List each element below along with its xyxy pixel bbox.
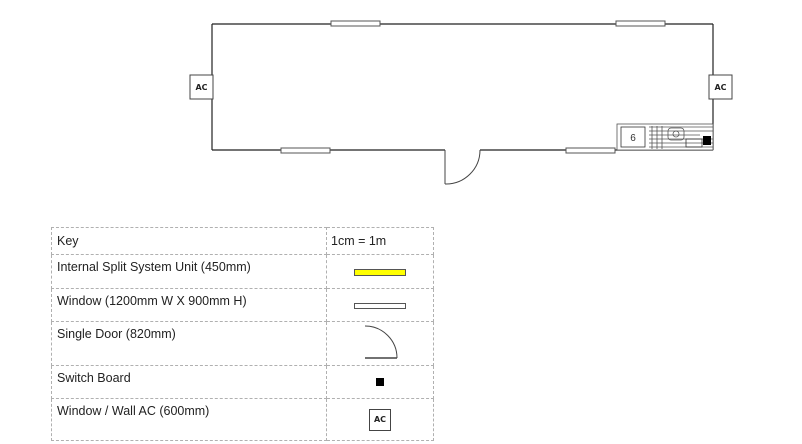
legend-row: Switch Board [51,365,434,399]
window-symbol [354,303,406,309]
window-bottom-left [280,147,331,154]
wall-ac-symbol: AC [369,408,391,431]
legend-header-row: Key 1cm = 1m [51,227,434,255]
ac-right-label: AC [714,83,726,92]
windows [280,20,666,154]
appliance-box [620,126,646,148]
legend-table: Key 1cm = 1m Internal Split System Unit … [51,227,434,441]
appliance-number: 6 [630,133,636,144]
legend-row: Window / Wall AC (600mm) AC [51,398,434,441]
ac-left-label: AC [195,83,207,92]
legend-label: Internal Split System Unit (450mm) [51,254,327,289]
legend-row: Window (1200mm W X 900mm H) [51,288,434,322]
split-system-unit-symbol [354,268,406,276]
legend-row: Internal Split System Unit (450mm) [51,254,434,289]
legend-label: Window / Wall AC (600mm) [51,398,327,441]
single-door [444,149,481,185]
legend-key-heading: Key [51,227,327,255]
floor-plan: AC AC 6 [189,20,733,185]
switch-board-marker [703,136,711,145]
legend-label: Switch Board [51,365,327,399]
legend-label: Single Door (820mm) [51,321,327,366]
door-swing-arc [444,149,481,185]
legend-scale: 1cm = 1m [326,227,434,255]
window-top-left [330,20,381,27]
window-bottom-right [565,147,616,154]
wall-ac-left: AC [189,74,214,100]
legend-row: Single Door (820mm) [51,321,434,366]
appliance-cluster: 6 [616,123,714,151]
legend-label: Window (1200mm W X 900mm H) [51,288,327,322]
wall-ac-right: AC [708,74,733,100]
switch-board-symbol [376,378,384,386]
window-top-right [615,20,666,27]
single-door-symbol [364,325,398,359]
